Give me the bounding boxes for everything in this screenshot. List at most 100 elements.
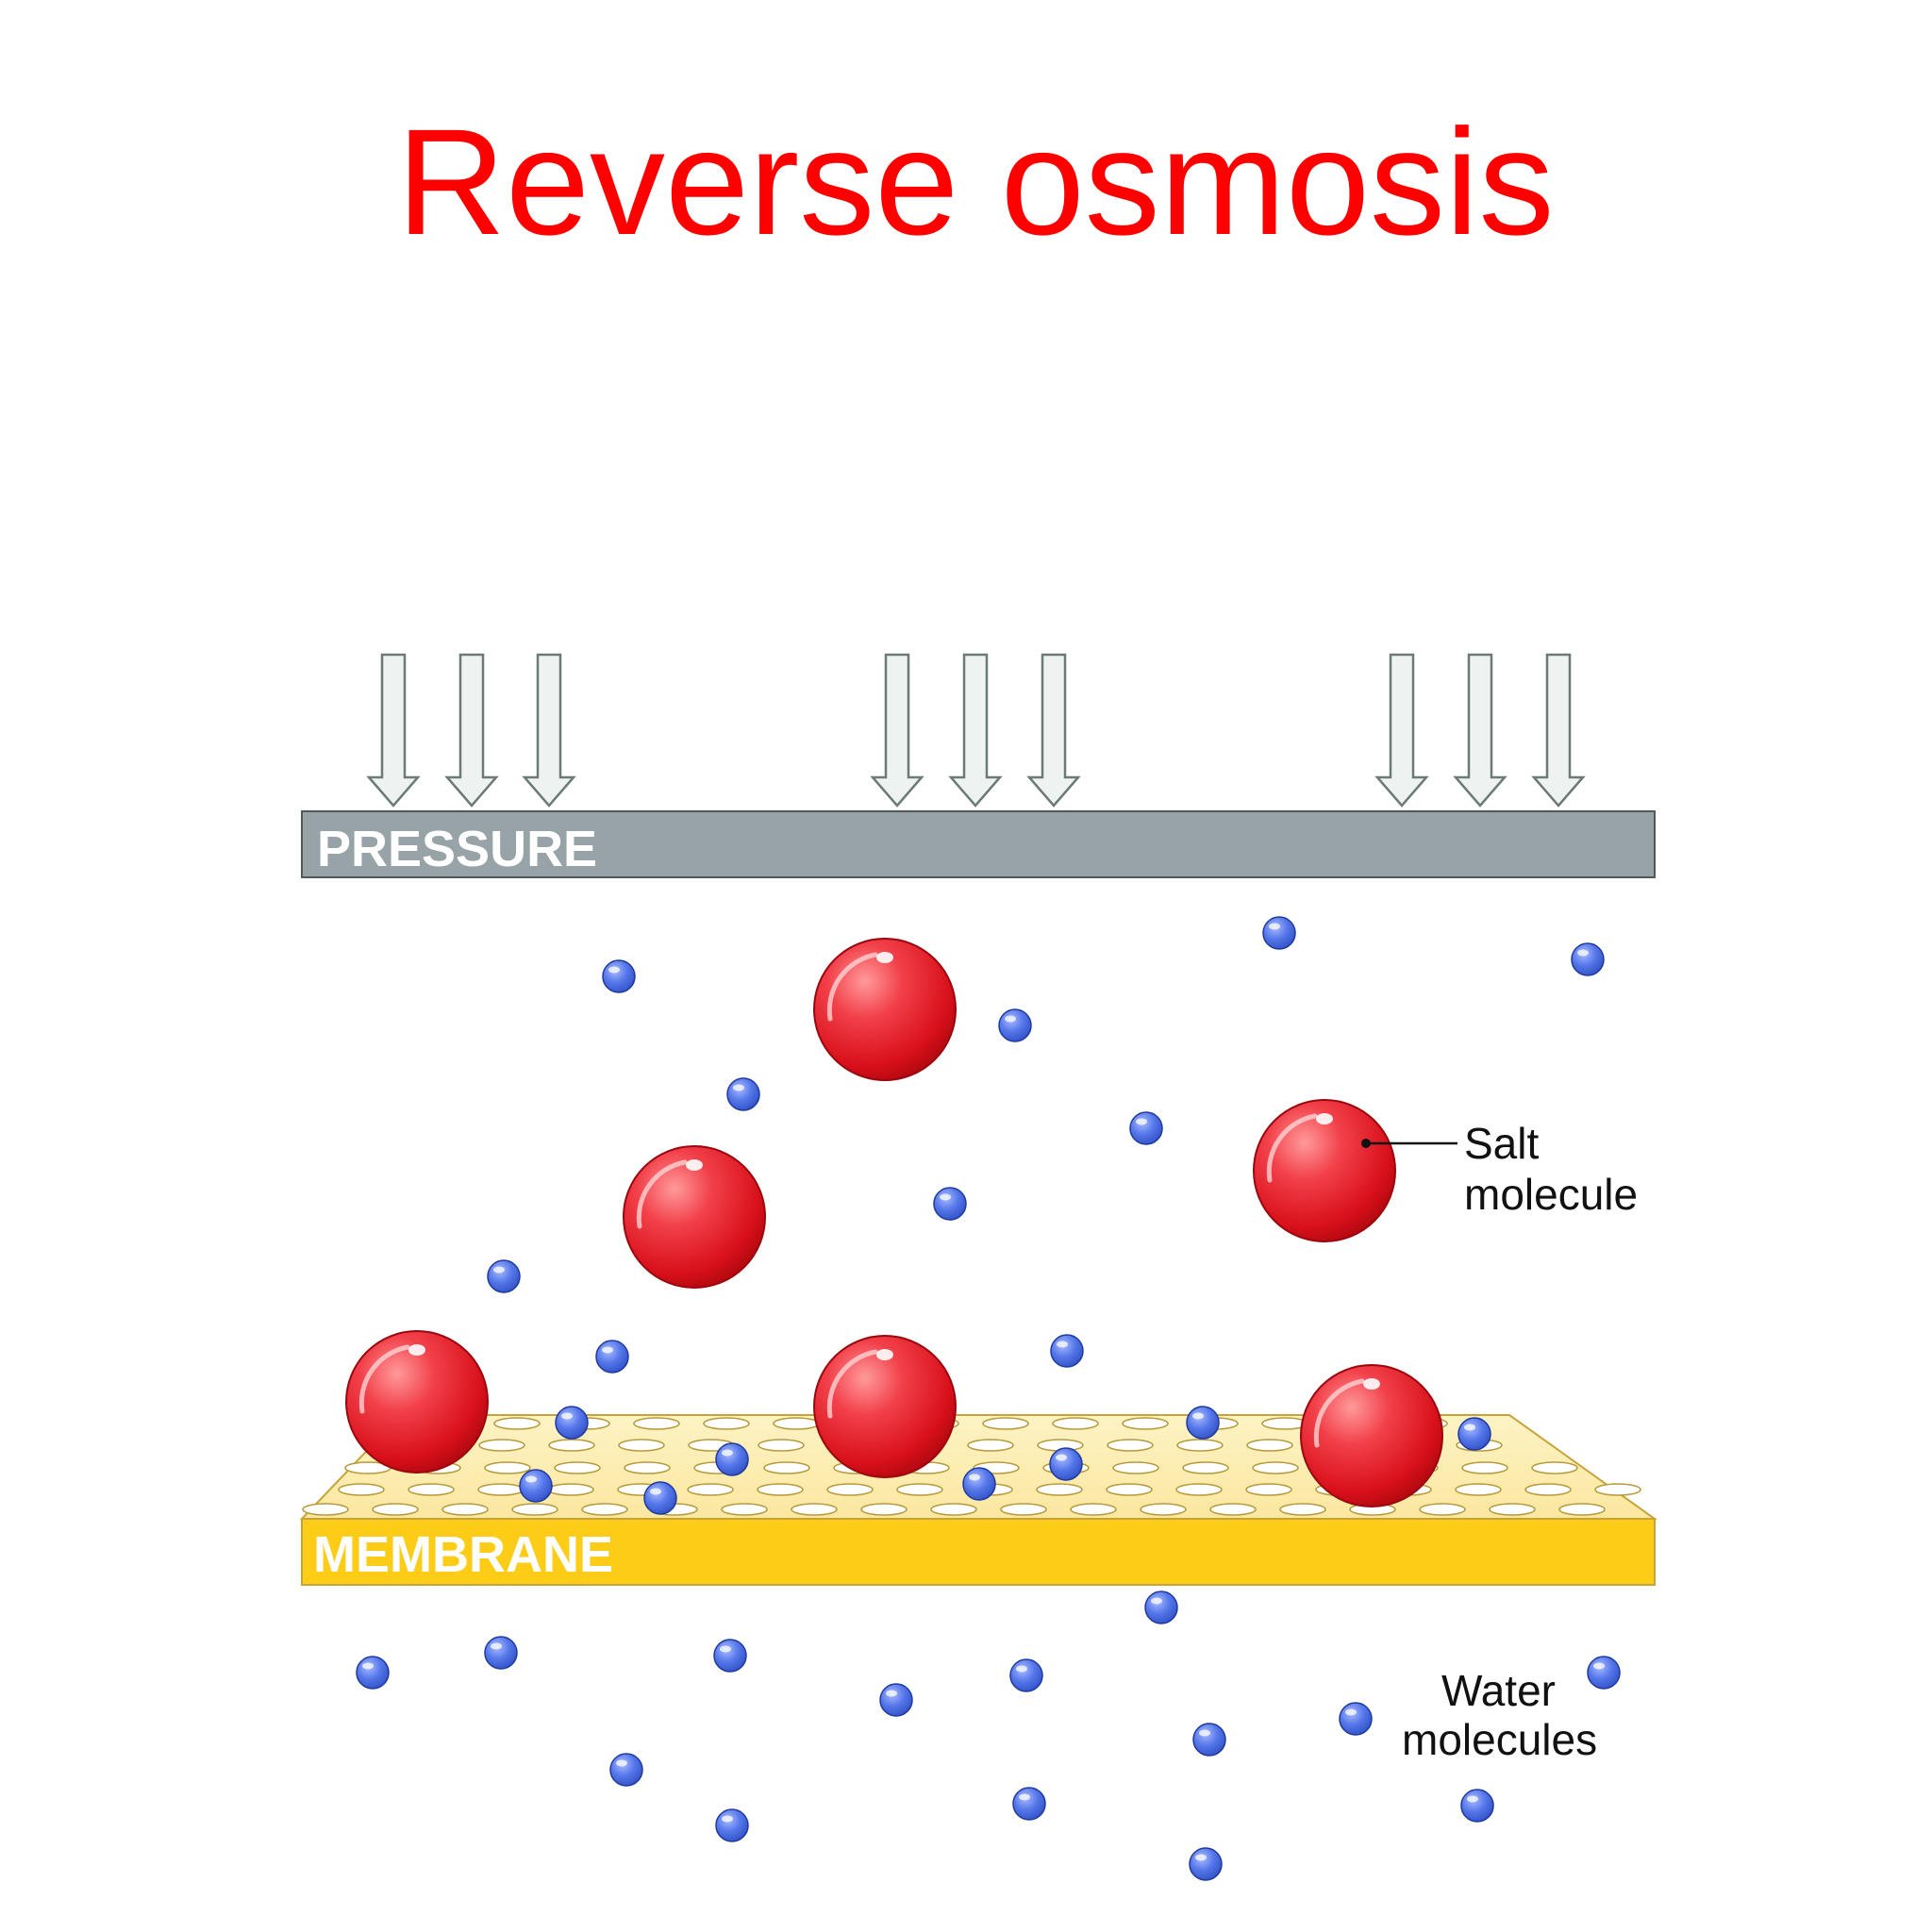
pressure-label: PRESSURE xyxy=(317,821,597,877)
membrane-pore xyxy=(791,1503,838,1516)
diagram-title: Reverse osmosis xyxy=(396,97,1554,266)
membrane-pore xyxy=(1419,1503,1466,1516)
blue-sphere-icon xyxy=(1457,1417,1491,1451)
pressure-arrows xyxy=(366,653,1586,808)
membrane-pore xyxy=(478,1439,525,1452)
blue-sphere-icon xyxy=(1186,1406,1220,1440)
membrane-pore xyxy=(1594,1483,1641,1496)
blue-sphere-icon xyxy=(1587,1656,1621,1690)
membrane-pore xyxy=(1245,1483,1292,1496)
down-arrow-icon xyxy=(522,653,576,808)
membrane-pore xyxy=(896,1483,943,1496)
membrane-pore xyxy=(441,1503,489,1516)
blue-sphere-icon xyxy=(715,1442,749,1476)
membrane-pore xyxy=(1122,1417,1169,1430)
down-arrow-icon xyxy=(948,653,1003,808)
blue-sphere-icon xyxy=(1009,1658,1043,1692)
membrane-pore xyxy=(1036,1483,1083,1496)
blue-sphere-icon xyxy=(356,1656,390,1690)
membrane-pore xyxy=(1531,1461,1578,1474)
blue-sphere-icon xyxy=(1339,1702,1373,1736)
membrane-pore xyxy=(618,1439,665,1452)
membrane-pore xyxy=(1461,1461,1508,1474)
membrane-pore xyxy=(338,1483,385,1496)
red-sphere-icon xyxy=(1253,1099,1396,1242)
blue-sphere-icon xyxy=(1129,1111,1163,1145)
membrane-pore xyxy=(511,1503,558,1516)
pressure-plate: PRESSURE xyxy=(301,810,1656,878)
membrane-pore xyxy=(1558,1503,1606,1516)
blue-sphere-icon xyxy=(487,1259,521,1293)
blue-sphere-icon xyxy=(595,1340,629,1374)
membrane-pore xyxy=(982,1417,1029,1430)
blue-sphere-icon xyxy=(713,1639,747,1673)
membrane-pore xyxy=(1070,1503,1117,1516)
blue-sphere-icon xyxy=(1571,942,1605,976)
membrane-pore xyxy=(1252,1461,1299,1474)
blue-sphere-icon xyxy=(879,1683,913,1717)
red-sphere-icon xyxy=(813,938,957,1081)
blue-sphere-icon xyxy=(555,1406,589,1440)
membrane-pore xyxy=(548,1439,595,1452)
blue-sphere-icon xyxy=(602,959,636,993)
membrane-pore xyxy=(1000,1503,1047,1516)
salt-molecules xyxy=(345,938,1443,1507)
blue-sphere-icon xyxy=(998,1008,1032,1042)
membrane-pore xyxy=(1455,1483,1502,1496)
down-arrow-icon xyxy=(1026,653,1081,808)
water-callout: Water molecules xyxy=(1402,1666,1597,1764)
blue-sphere-icon xyxy=(726,1077,760,1111)
blue-sphere-icon xyxy=(1050,1334,1084,1368)
membrane-pore xyxy=(477,1483,525,1496)
salt-callout-label-line2: molecule xyxy=(1464,1170,1638,1219)
membrane-pore xyxy=(773,1417,820,1430)
red-sphere-icon xyxy=(345,1330,489,1474)
membrane-pore xyxy=(826,1483,874,1496)
blue-sphere-icon xyxy=(933,1187,967,1221)
membrane-pore xyxy=(757,1483,804,1496)
membrane-pore xyxy=(763,1461,810,1474)
down-arrow-icon xyxy=(870,653,924,808)
water-callout-label-line1: Water xyxy=(1441,1666,1556,1715)
blue-sphere-icon xyxy=(1189,1847,1223,1881)
blue-sphere-icon xyxy=(1012,1787,1046,1821)
down-arrow-icon xyxy=(366,653,421,808)
down-arrow-icon xyxy=(1531,653,1586,808)
membrane-pore xyxy=(758,1439,805,1452)
down-arrow-icon xyxy=(1374,653,1429,808)
membrane-pore xyxy=(1279,1503,1326,1516)
red-sphere-icon xyxy=(1300,1364,1443,1507)
membrane-pore xyxy=(581,1503,628,1516)
membrane-pore xyxy=(624,1461,671,1474)
membrane-pore xyxy=(1489,1503,1536,1516)
membrane-pore xyxy=(633,1417,680,1430)
membrane-pore xyxy=(703,1417,750,1430)
salt-callout-label-line1: Salt xyxy=(1464,1119,1539,1168)
membrane-pore xyxy=(1176,1439,1224,1452)
membrane-pore xyxy=(930,1503,977,1516)
salt-callout: Salt molecule xyxy=(1361,1119,1638,1219)
down-arrow-icon xyxy=(444,653,499,808)
blue-sphere-icon xyxy=(962,1467,996,1501)
blue-sphere-icon xyxy=(519,1469,553,1503)
membrane-pore xyxy=(1106,1483,1153,1496)
membrane-pore xyxy=(1112,1461,1159,1474)
membrane-pore xyxy=(408,1483,455,1496)
membrane-pore xyxy=(1175,1483,1223,1496)
down-arrow-icon xyxy=(1453,653,1507,808)
water-callout-label-line2: molecules xyxy=(1402,1715,1597,1764)
membrane-pore xyxy=(1182,1461,1229,1474)
membrane-pore xyxy=(860,1503,908,1516)
blue-sphere-icon xyxy=(1460,1789,1494,1823)
blue-sphere-icon xyxy=(1144,1591,1178,1624)
membrane-front-face xyxy=(301,1518,1656,1586)
blue-sphere-icon xyxy=(1049,1447,1083,1481)
membrane-pore xyxy=(484,1461,531,1474)
pressure-plate-bar xyxy=(301,810,1656,878)
blue-sphere-icon xyxy=(715,1808,749,1842)
membrane-pore xyxy=(372,1503,419,1516)
membrane-pore xyxy=(1209,1503,1257,1516)
membrane-pore xyxy=(1140,1503,1187,1516)
red-sphere-icon xyxy=(813,1335,957,1478)
